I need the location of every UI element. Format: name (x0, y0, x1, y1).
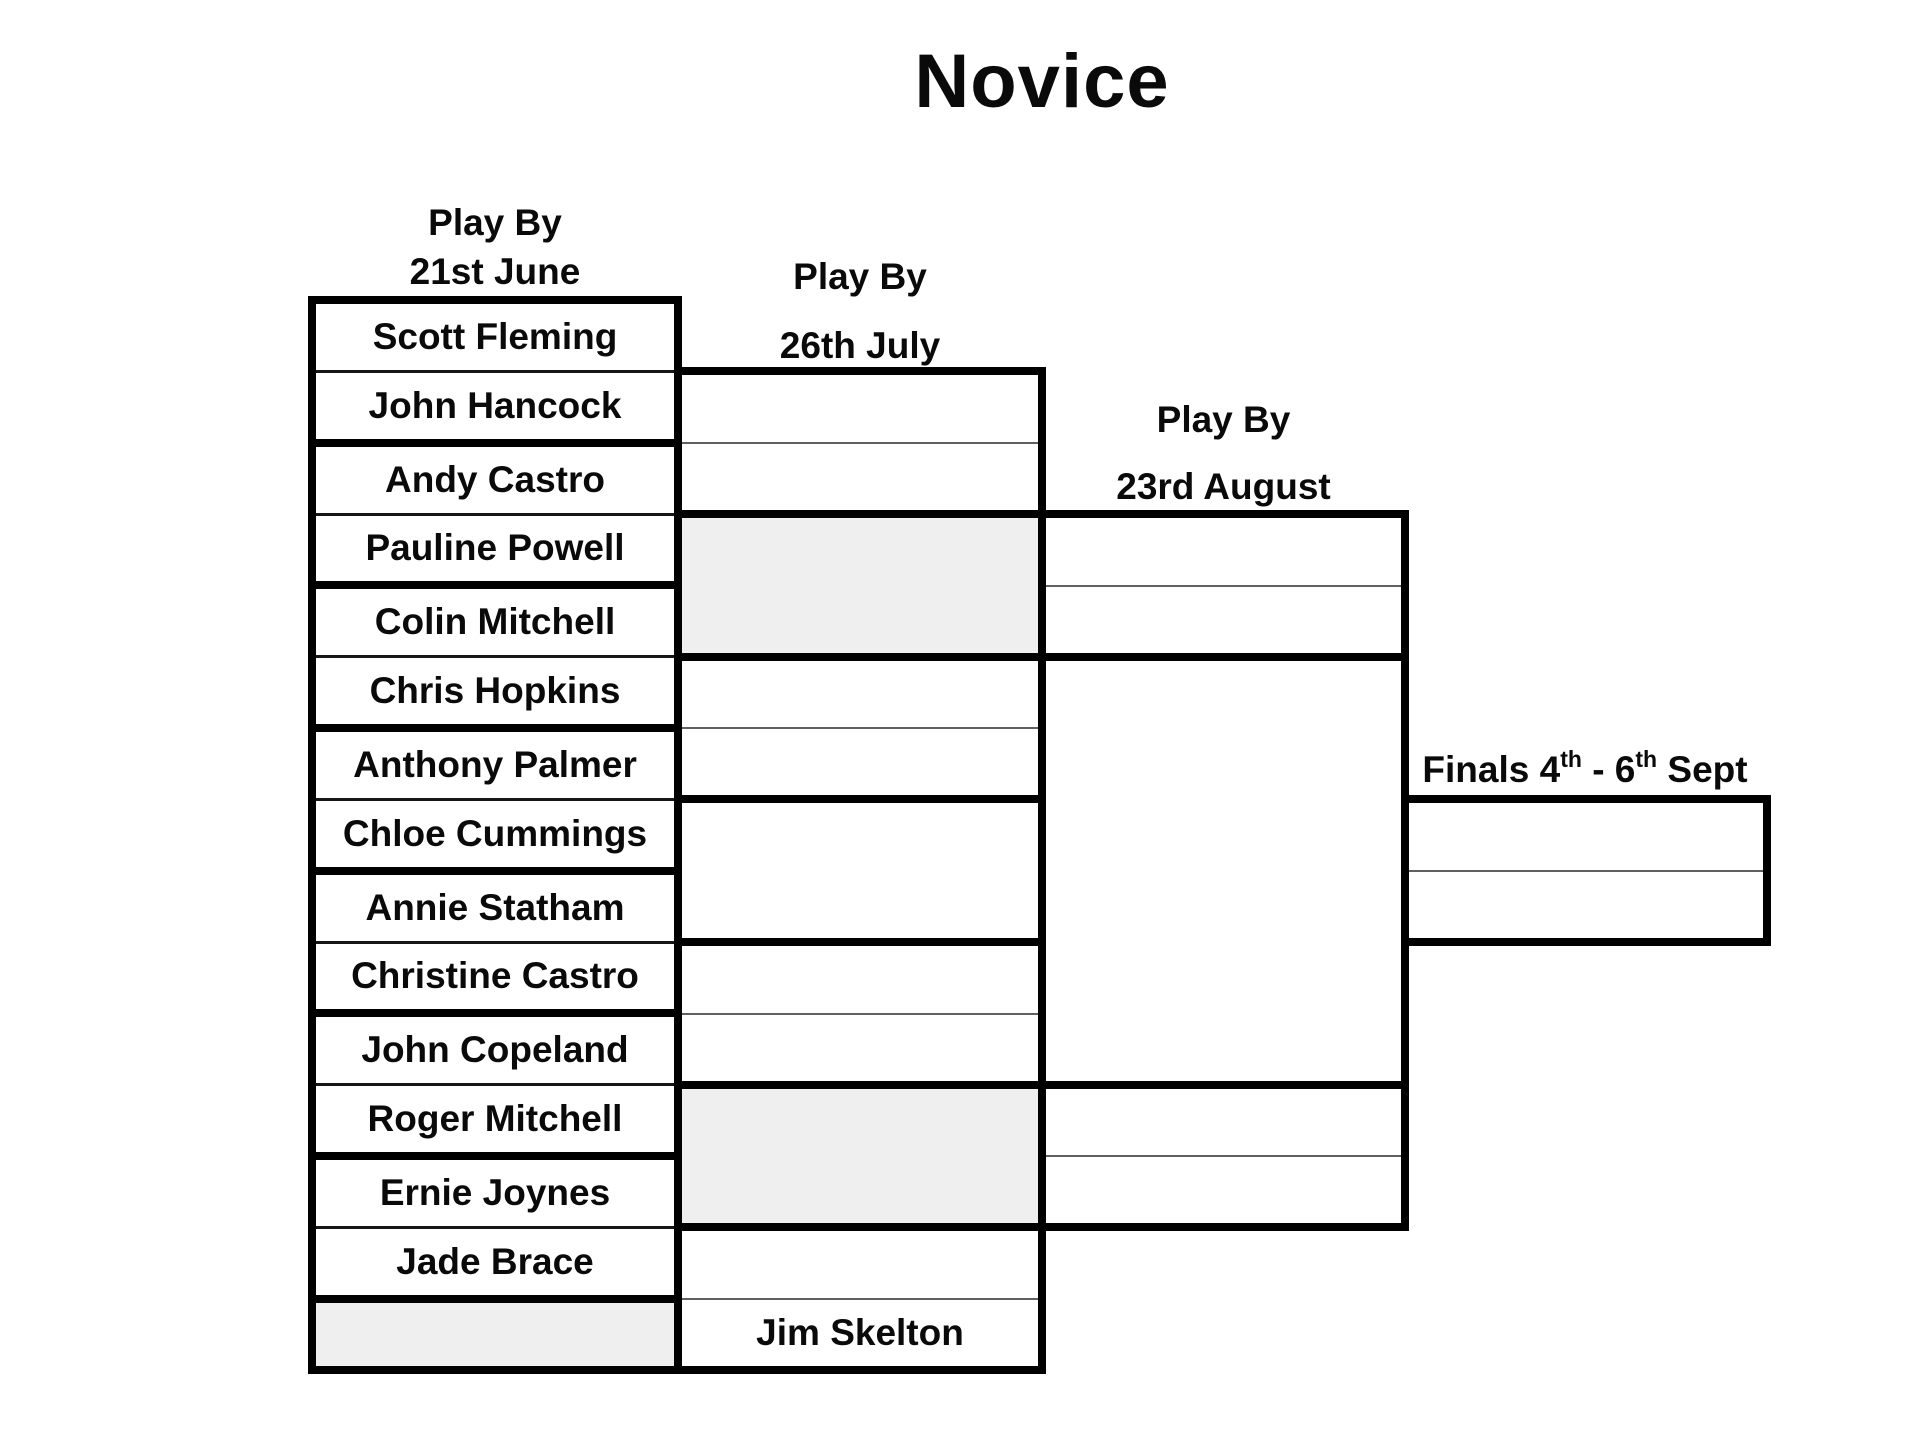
round1-match-6-box: John Copeland Roger Mitchell (308, 1009, 682, 1160)
player-name: Andy Castro (385, 458, 605, 500)
player-name: Scott Fleming (372, 316, 618, 357)
round2-header-line1: Play By (793, 256, 927, 297)
round2-match-1-box (674, 367, 1046, 518)
empty-slot (682, 1231, 1038, 1298)
round1-match-1-box: Scott Fleming John Hancock (308, 296, 682, 447)
player-name: Annie Statham (365, 886, 625, 928)
empty-slot (682, 946, 1038, 1013)
empty-slot (682, 375, 1038, 442)
round3-match-1-box (1038, 510, 1409, 661)
round1-match-7-box: Ernie Joynes Jade Brace (308, 1152, 682, 1303)
empty-slot (1046, 584, 1401, 654)
round2-grey-spacer (674, 1081, 1046, 1231)
round1-match-5-box: Annie Statham Christine Castro (308, 867, 682, 1017)
round1-header-line1: Play By (428, 202, 562, 243)
empty-slot (1046, 1155, 1401, 1223)
player-name: Ernie Joynes (379, 1172, 611, 1213)
empty-slot (1409, 869, 1763, 939)
page-title: Novice (914, 39, 1170, 124)
empty-slot (1046, 518, 1401, 585)
player-name: John Copeland (361, 1029, 629, 1070)
player-name: Jade Brace (316, 1226, 674, 1295)
round1-header: Play By 21st June (312, 198, 678, 296)
finals-header-text: - 6 (1581, 749, 1636, 790)
round2-header: Play By 26th July (678, 242, 1042, 380)
round2-match-4-box: Jim Skelton (674, 1223, 1046, 1374)
round2-header-line2: 26th July (779, 325, 941, 366)
empty-slot (1046, 1089, 1401, 1155)
empty-slot (682, 661, 1038, 727)
round3-header: Play By 23rd August (1042, 386, 1405, 520)
player-name: Christine Castro (316, 940, 674, 1010)
round2-match-3-box (674, 938, 1046, 1089)
player-name: Colin Mitchell (374, 601, 616, 642)
finals-header-sup: th (1635, 746, 1658, 772)
finals-header-sup: th (1560, 746, 1582, 772)
empty-slot (1409, 803, 1763, 870)
finals-header: Finals 4th - 6th Sept (1390, 746, 1780, 796)
player-name: Chris Hopkins (316, 655, 674, 724)
round3-header-line2: 23rd August (1116, 466, 1331, 507)
round2-grey-spacer (674, 510, 1046, 661)
empty-slot (316, 1303, 674, 1366)
finals-header-text: Sept (1657, 749, 1748, 790)
player-name: John Hancock (316, 370, 674, 439)
round3-header-line1: Play By (1156, 399, 1291, 440)
round2-match-2-box (674, 653, 1046, 803)
finals-header-text: Finals 4 (1422, 749, 1561, 790)
round3-match-2-box (1038, 1081, 1409, 1231)
player-name: Anthony Palmer (353, 744, 637, 785)
player-name: Roger Mitchell (316, 1083, 674, 1152)
round3-spacer-box (1038, 653, 1409, 1089)
finals-match-box (1401, 795, 1771, 946)
player-name: Jim Skelton (682, 1297, 1038, 1367)
round1-header-line2: 21st June (409, 251, 581, 292)
round1-empty-grey-cell (308, 1295, 682, 1374)
player-name: Chloe Cummings (316, 798, 674, 867)
round1-match-2-box: Andy Castro Pauline Powell (308, 439, 682, 589)
empty-slot (682, 1012, 1038, 1082)
empty-slot (682, 441, 1038, 511)
round1-match-3-box: Colin Mitchell Chris Hopkins (308, 581, 682, 732)
empty-slot (682, 727, 1038, 795)
player-name: Pauline Powell (316, 512, 674, 582)
round1-match-4-box: Anthony Palmer Chloe Cummings (308, 724, 682, 875)
